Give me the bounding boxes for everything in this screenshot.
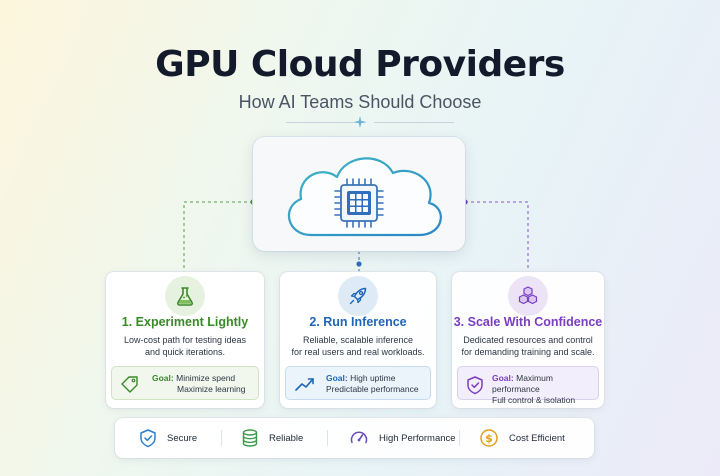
database-icon [242, 429, 258, 447]
stage-card-experiment: 1. Experiment Lightly Low-cost path for … [106, 272, 264, 408]
goal-box: Goal: Maximum performance Full control &… [457, 366, 599, 405]
page-subtitle: How AI Teams Should Choose [238, 92, 482, 112]
tag-icon [121, 376, 138, 393]
feature-high-performance: High Performance [349, 418, 456, 458]
speedometer-icon [350, 431, 368, 444]
sparkle-icon [354, 116, 366, 128]
goal-box: Goal: High uptime Predictable performanc… [285, 366, 431, 400]
trending-up-icon [295, 378, 314, 391]
card-description: Dedicated resources and control for dema… [461, 335, 595, 357]
shield-check-icon [140, 429, 156, 448]
feature-cost-efficient: $ Cost Efficient [479, 418, 565, 458]
rocket-icon [338, 276, 378, 316]
cloud-chip-icon [287, 157, 442, 237]
goal-text: Goal: Minimize spend Maximize learning [152, 373, 246, 394]
divider-left [286, 122, 366, 123]
feature-separator [221, 430, 222, 446]
stage-card-scale: 3. Scale With Confidence Dedicated resou… [452, 272, 604, 408]
shield-check-icon [467, 376, 483, 395]
card-description: Low-cost path for testing ideas and quic… [123, 335, 247, 357]
cubes-icon [508, 276, 548, 316]
goal-text: Goal: High uptime Predictable performanc… [326, 373, 419, 394]
hero-cloud-card [253, 137, 465, 251]
goal-box: Goal: Minimize spend Maximize learning [111, 366, 259, 400]
feature-label: Reliable [269, 432, 304, 444]
flask-icon [165, 276, 205, 316]
features-bar: Secure Reliable High Performance $ Cost … [115, 418, 594, 458]
feature-secure: Secure [139, 418, 197, 458]
feature-separator [459, 430, 460, 446]
connector-dot-blue [356, 261, 362, 267]
feature-reliable: Reliable [241, 418, 303, 458]
page-title: GPU Cloud Providers [155, 44, 565, 85]
feature-label: High Performance [379, 432, 456, 444]
feature-label: Cost Efficient [509, 432, 565, 444]
card-description: Reliable, scalable inference for real us… [291, 335, 425, 357]
card-title: 3. Scale With Confidence [453, 315, 603, 329]
feature-separator [327, 430, 328, 446]
card-title: 1. Experiment Lightly [121, 315, 249, 329]
dollar-coin-icon: $ [480, 429, 498, 447]
goal-text: Goal: Maximum performance Full control &… [492, 373, 576, 405]
feature-label: Secure [167, 432, 198, 444]
svg-text:$: $ [485, 432, 493, 445]
card-title: 2. Run Inference [309, 315, 407, 329]
stage-card-inference: 2. Run Inference Reliable, scalable infe… [280, 272, 436, 408]
divider-right [374, 122, 454, 123]
